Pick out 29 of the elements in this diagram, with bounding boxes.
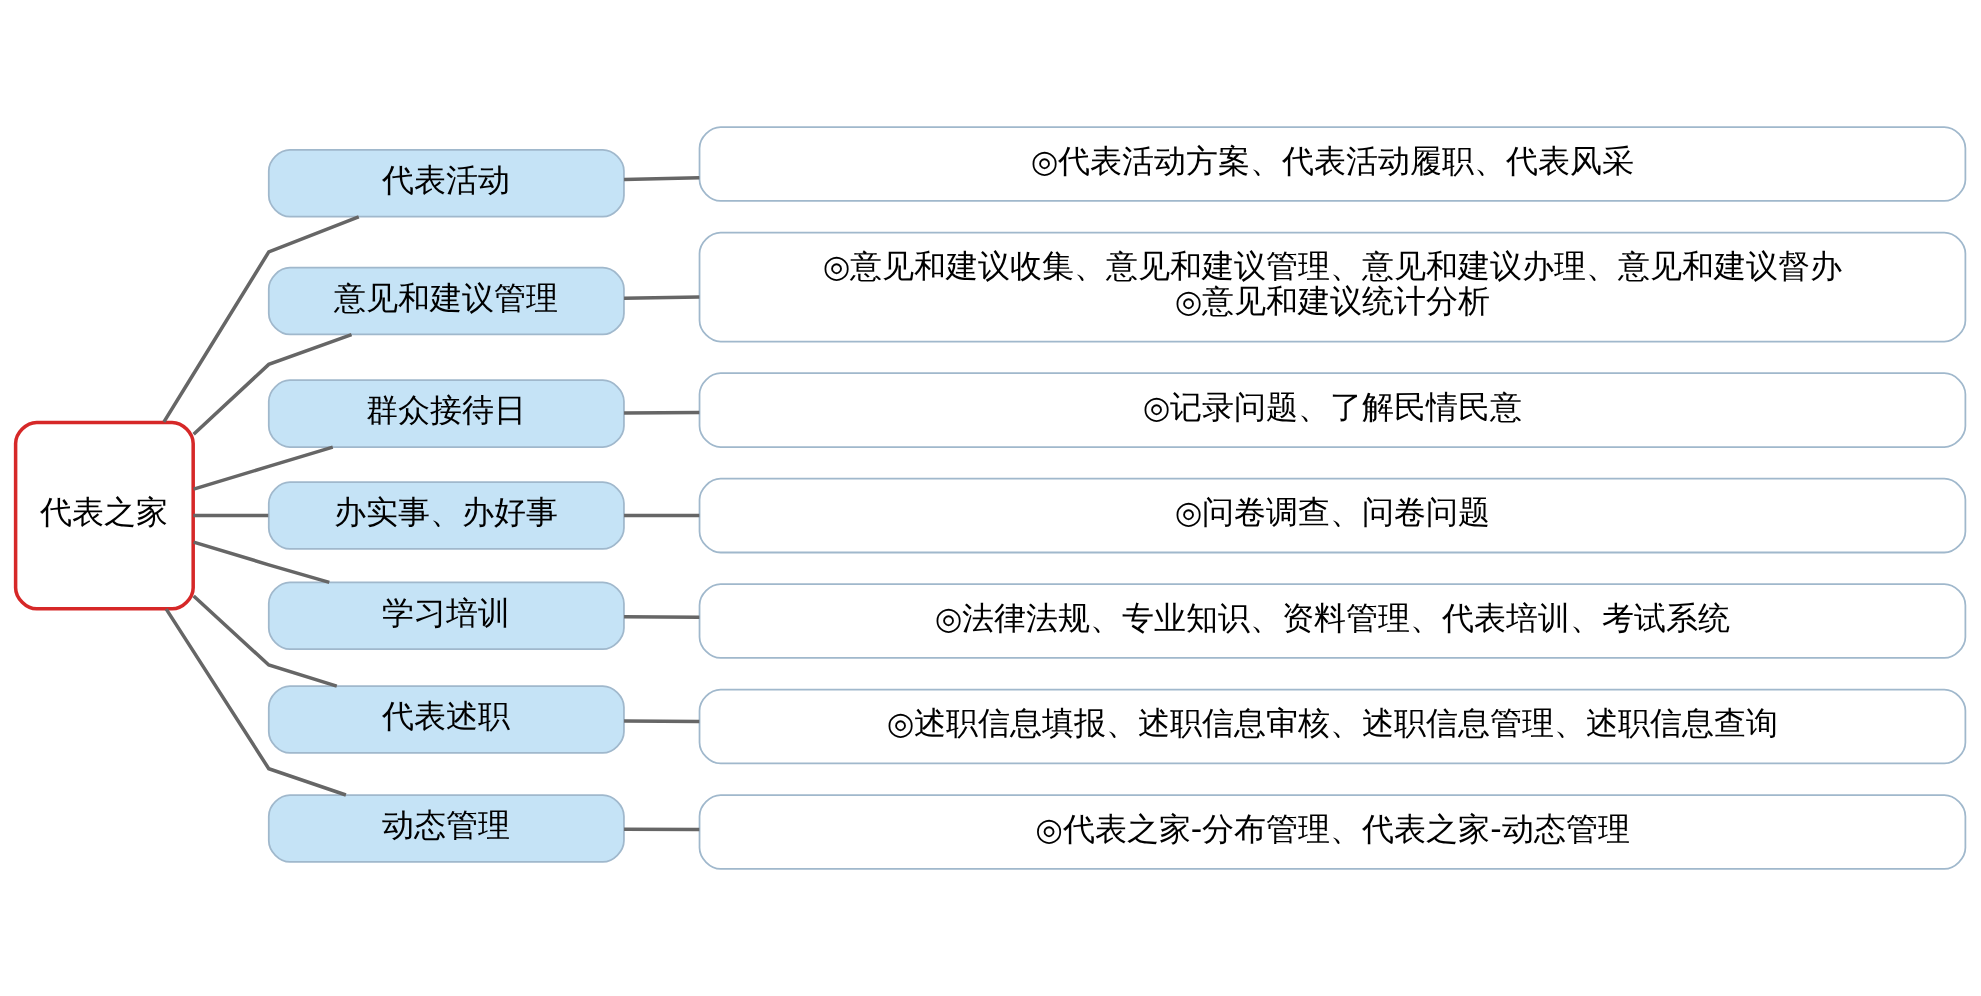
connector: [192, 594, 338, 688]
node-box: 办实事、办好事: [267, 481, 625, 550]
node-box: 代表之家: [13, 420, 195, 611]
node-box: ◎记录问题、了解民情民意: [698, 372, 1967, 448]
connector: [164, 608, 347, 797]
connector: [624, 410, 700, 415]
connector: [193, 445, 334, 491]
connector: [624, 615, 700, 620]
node-box: 学习培训: [267, 581, 625, 651]
node-box: ◎问卷调查、问卷问题: [698, 477, 1967, 554]
connector: [624, 827, 700, 832]
node-box: ◎代表之家-分布管理、代表之家-动态管理: [698, 794, 1967, 870]
node-box: ◎述职信息填报、述职信息审核、述职信息管理、述职信息查询: [698, 688, 1967, 765]
connector: [624, 719, 700, 724]
connector: [192, 332, 353, 436]
connector: [193, 513, 269, 518]
connector: [624, 295, 700, 301]
connector: [624, 513, 700, 518]
connector: [162, 215, 360, 423]
node-box: 群众接待日: [267, 379, 625, 448]
node-box: 代表活动: [267, 149, 625, 218]
connector: [193, 540, 330, 585]
node-box: 代表述职: [267, 685, 625, 754]
node-box: 动态管理: [267, 794, 625, 863]
node-box: 意见和建议管理: [267, 266, 625, 336]
node-box: ◎意见和建议收集、意见和建议管理、意见和建议办理、意见和建议督办 ◎意见和建议统计分析: [698, 231, 1967, 343]
node-box: ◎代表活动方案、代表活动履职、代表风采: [698, 126, 1967, 202]
node-box: ◎法律法规、专业知识、资料管理、代表培训、考试系统: [698, 583, 1967, 659]
connector: [624, 176, 700, 182]
